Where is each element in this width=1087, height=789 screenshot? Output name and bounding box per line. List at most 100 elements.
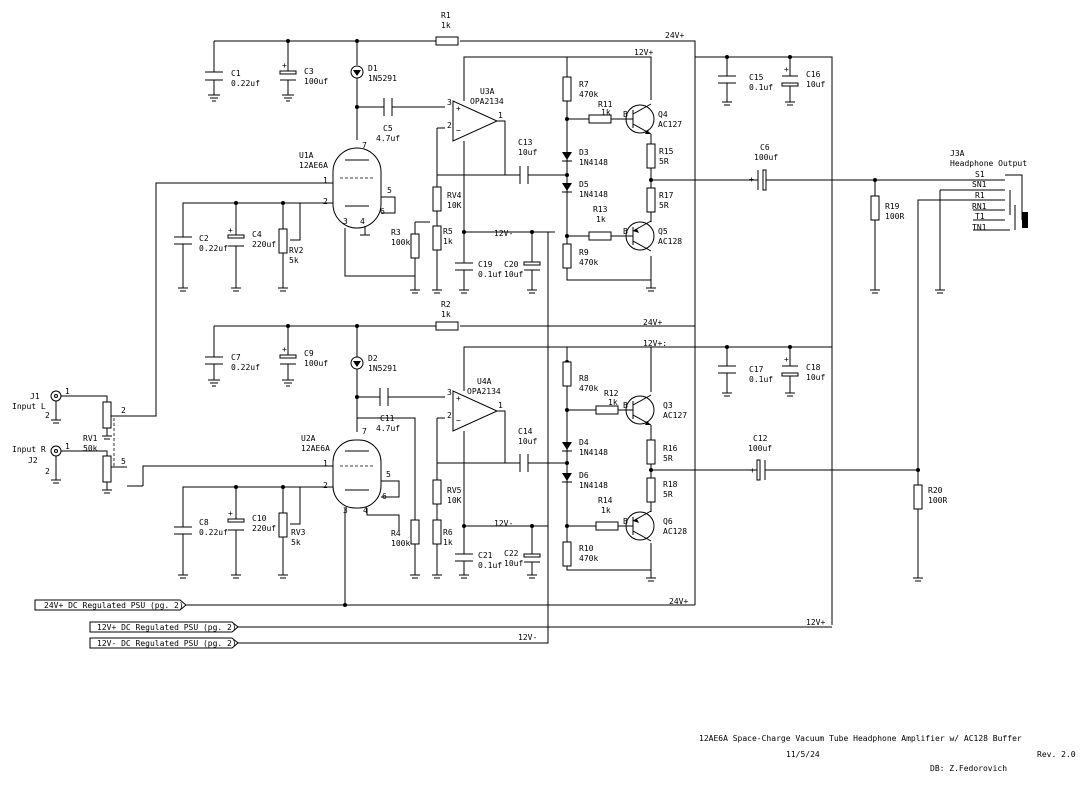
c20-ref: C20 [504, 260, 519, 269]
j1-ref: J1 [30, 392, 40, 401]
c7-value: 0.22uf [231, 363, 260, 372]
svg-text:6: 6 [380, 207, 385, 216]
c14-value: 10uf [518, 437, 537, 446]
r3-ref: R3 [391, 228, 401, 237]
d5-ref: D5 [579, 180, 589, 189]
r8-ref: R8 [579, 374, 589, 383]
svg-text:1: 1 [498, 111, 503, 120]
svg-text:7: 7 [362, 141, 367, 150]
svg-text:5: 5 [387, 186, 392, 195]
transistor-q5: B [623, 220, 655, 252]
u3a-ref: U3A [480, 87, 495, 96]
c18-value: 10uf [806, 373, 825, 382]
c1-ref: C1 [231, 69, 241, 78]
q3-value: AC127 [663, 411, 687, 420]
psu-port-24v: 24V+ DC Regulated PSU (pg. 2) [44, 601, 184, 610]
svg-text:−: − [456, 126, 461, 135]
r10-value: 470k [579, 554, 598, 563]
net-12vn-top: 12V- [494, 229, 513, 238]
u2a-value: 12AE6A [301, 444, 330, 453]
c3-value: 100uf [304, 77, 328, 86]
j1-label: Input L [12, 402, 46, 411]
rv2-value: 5k [289, 256, 299, 265]
c1-value: 0.22uf [231, 79, 260, 88]
svg-text:3: 3 [447, 98, 452, 107]
resistor-r20 [913, 484, 923, 510]
c20-value: 10uf [504, 270, 523, 279]
u1a-ref: U1A [299, 151, 314, 160]
r4-value: 100k [391, 539, 410, 548]
net-24v-mid: 24V+ [643, 318, 662, 327]
resistor-r18 [646, 477, 656, 503]
r16-value: 5R [663, 454, 673, 463]
c9-value: 100uf [304, 359, 328, 368]
svg-text:+: + [228, 226, 233, 235]
psu-port-12vn: 12V- DC Regulated PSU (pg. 2) [97, 639, 237, 648]
d5-value: 1N4148 [579, 190, 608, 199]
c19-value: 0.1uf [478, 270, 502, 279]
q6-value: AC128 [663, 527, 687, 536]
c5-ref: C5 [383, 124, 393, 133]
c15-value: 0.1uf [749, 83, 773, 92]
svg-text:1: 1 [498, 401, 503, 410]
c8-value: 0.22uf [199, 528, 228, 537]
opamp-u3a: 321 +− [447, 98, 503, 142]
resistor-r1 [435, 36, 459, 46]
r17-value: 5R [659, 201, 669, 210]
r5-value: 1k [443, 237, 453, 246]
resistor-r14 [595, 521, 619, 531]
svg-text:7: 7 [362, 427, 367, 436]
net-24v-bottom: 24V+ [669, 597, 688, 606]
q5-value: AC128 [658, 237, 682, 246]
resistor-r10 [562, 541, 572, 567]
r19-ref: R19 [885, 202, 900, 211]
c6-ref: C6 [760, 143, 770, 152]
svg-text:5: 5 [121, 457, 126, 466]
inputs: 12 J1 Input L 2 12 Input R J2 5 RV1 50k [12, 387, 127, 494]
q4-ref: Q4 [658, 110, 668, 119]
r18-value: 5R [663, 490, 673, 499]
q6-ref: Q6 [663, 517, 673, 526]
c22-ref: C22 [504, 549, 519, 558]
u1a-value: 12AE6A [299, 161, 328, 170]
pot-rv1-a [102, 401, 112, 429]
j2-ref: J2 [28, 456, 38, 465]
c18-ref: C18 [806, 363, 821, 372]
q5-ref: Q5 [658, 227, 668, 236]
c13-value: 10uf [518, 148, 537, 157]
d6-ref: D6 [579, 471, 589, 480]
svg-text:2: 2 [45, 467, 50, 476]
c4-ref: C4 [252, 230, 262, 239]
d4-ref: D4 [579, 438, 589, 447]
d3-ref: D3 [579, 148, 589, 157]
resistor-r7 [562, 76, 572, 102]
c17-ref: C17 [749, 365, 764, 374]
d2-value: 1N5291 [368, 364, 397, 373]
r13-ref: R13 [593, 205, 608, 214]
r12-ref: R12 [604, 389, 619, 398]
r16-ref: R16 [663, 444, 678, 453]
r17-ref: R17 [659, 191, 674, 200]
c11-value: 4.7uf [376, 424, 400, 433]
d4-value: 1N4148 [579, 448, 608, 457]
c17-value: 0.1uf [749, 375, 773, 384]
r4-ref: R4 [391, 529, 401, 538]
svg-text:1: 1 [65, 442, 70, 451]
r9-value: 470k [579, 258, 598, 267]
jack-pin-s1: S1 [975, 170, 985, 179]
svg-text:1: 1 [323, 459, 328, 468]
resistor-r6 [432, 519, 442, 545]
c2-value: 0.22uf [199, 244, 228, 253]
c14-ref: C14 [518, 427, 533, 436]
svg-text:4: 4 [363, 506, 368, 515]
svg-text:2: 2 [45, 411, 50, 420]
u3a-value: OPA2134 [470, 97, 504, 106]
c15-ref: C15 [749, 73, 764, 82]
svg-text:+: + [749, 175, 754, 184]
c21-ref: C21 [478, 551, 493, 560]
rv4-ref: RV4 [447, 191, 462, 200]
c22-value: 10uf [504, 559, 523, 568]
c2-ref: C2 [199, 234, 209, 243]
